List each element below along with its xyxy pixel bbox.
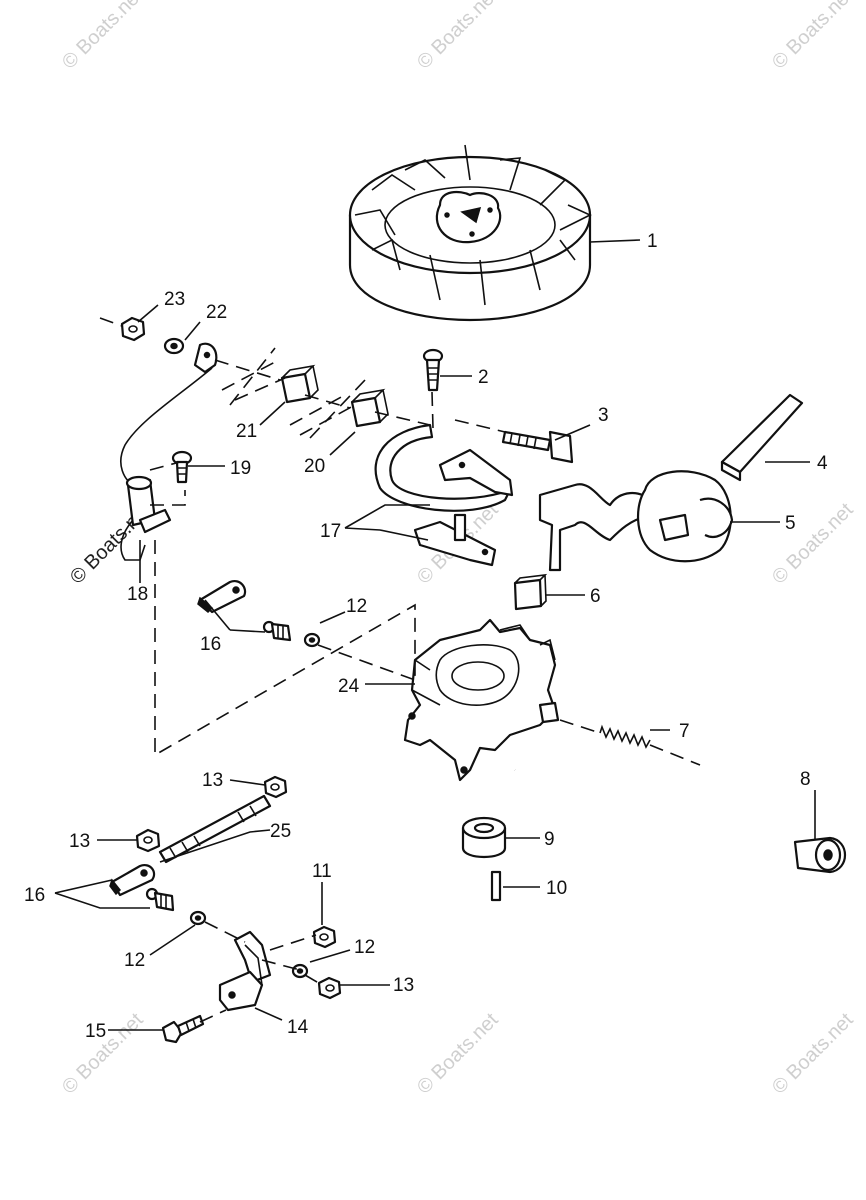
washer-icon bbox=[163, 337, 185, 355]
callout-22: 22 bbox=[206, 302, 227, 323]
spark-plug-lead-icon bbox=[514, 767, 846, 874]
callout-11: 11 bbox=[312, 861, 332, 882]
nut-icon bbox=[317, 976, 342, 1000]
callout-25: 25 bbox=[270, 821, 291, 842]
condenser-icon bbox=[120, 342, 218, 561]
callout-17: 17 bbox=[320, 521, 341, 542]
callout-12-upper: 12 bbox=[346, 596, 367, 617]
bushing-icon bbox=[461, 816, 507, 858]
bracket-icon bbox=[218, 930, 272, 1012]
block-icon bbox=[280, 364, 319, 404]
callout-15: 15 bbox=[85, 1021, 106, 1042]
spring-icon bbox=[599, 724, 651, 749]
callout-20: 20 bbox=[304, 456, 325, 477]
flywheel-icon bbox=[348, 144, 592, 322]
pin-icon bbox=[490, 870, 502, 902]
stator-plate-icon bbox=[403, 618, 560, 782]
callout-labels: 1 2 3 4 5 6 7 8 9 10 11 12 12 12 13 13 1… bbox=[24, 231, 828, 1042]
ball-joint-icon bbox=[262, 620, 292, 642]
callout-6: 6 bbox=[590, 586, 601, 607]
callout-24: 24 bbox=[338, 676, 360, 697]
watermark: © Boats.net bbox=[413, 1009, 503, 1099]
callout-14: 14 bbox=[287, 1017, 309, 1038]
callout-3: 3 bbox=[598, 405, 609, 426]
watermark: © Boats.net bbox=[768, 499, 858, 589]
callout-7: 7 bbox=[679, 721, 690, 742]
callout-21: 21 bbox=[236, 421, 257, 442]
ball-joint-icon bbox=[197, 580, 247, 614]
spring-clip-icon bbox=[720, 393, 804, 482]
screw-icon bbox=[171, 450, 193, 484]
block-icon bbox=[513, 573, 548, 611]
nut-icon bbox=[120, 316, 146, 342]
nut-icon bbox=[135, 828, 161, 853]
screw-icon bbox=[161, 1014, 205, 1044]
callout-5: 5 bbox=[785, 513, 796, 534]
washer-icon bbox=[303, 632, 321, 648]
callout-16-lower: 16 bbox=[24, 885, 45, 906]
callout-13-top: 13 bbox=[202, 770, 223, 791]
clamp-icon bbox=[374, 423, 514, 567]
callout-12-lower: 12 bbox=[124, 950, 145, 971]
callout-2: 2 bbox=[478, 367, 489, 388]
watermark: © Boats.net bbox=[768, 1009, 858, 1099]
watermark: © Boats.net bbox=[58, 0, 148, 74]
callout-23: 23 bbox=[164, 289, 185, 310]
ball-joint-icon bbox=[109, 864, 156, 897]
ignition-coil-icon bbox=[538, 470, 734, 572]
washer-icon bbox=[291, 963, 309, 979]
callout-9: 9 bbox=[544, 829, 555, 850]
callout-13-left: 13 bbox=[69, 831, 90, 852]
callout-16-upper: 16 bbox=[200, 634, 221, 655]
threaded-rod-icon bbox=[158, 794, 272, 864]
nut-icon bbox=[263, 775, 288, 799]
callout-8: 8 bbox=[800, 769, 811, 790]
screw-icon bbox=[422, 348, 444, 392]
callout-12-right: 12 bbox=[354, 937, 375, 958]
watermark: © Boats.net bbox=[413, 0, 503, 74]
callout-18: 18 bbox=[127, 584, 148, 605]
callout-10: 10 bbox=[546, 878, 567, 899]
assembly-lines bbox=[99, 317, 701, 1023]
callout-4: 4 bbox=[817, 453, 828, 474]
washer-icon bbox=[189, 910, 207, 926]
callout-19: 19 bbox=[230, 458, 251, 479]
watermark: © Boats.net bbox=[768, 0, 858, 74]
leader-lines bbox=[54, 239, 816, 1031]
callout-1: 1 bbox=[647, 231, 658, 252]
block-icon bbox=[350, 388, 389, 428]
callout-13-right: 13 bbox=[393, 975, 414, 996]
ball-joint-icon bbox=[145, 887, 175, 912]
nut-icon bbox=[312, 925, 337, 949]
